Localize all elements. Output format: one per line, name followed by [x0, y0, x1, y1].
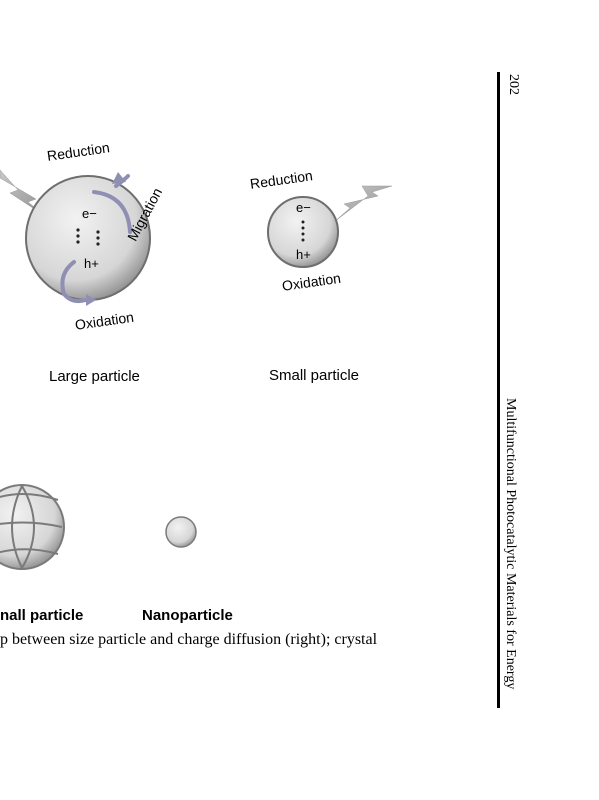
large-hole-label: h+ — [84, 256, 99, 271]
globe-small-particle — [0, 484, 65, 570]
page-number: 202 — [506, 74, 521, 95]
oxidation-arrow-icon — [60, 260, 88, 304]
page-margin-rule — [497, 72, 500, 708]
small-particle-label: Small particle — [269, 367, 360, 384]
charge-dots-large — [76, 228, 100, 246]
lightning-bolt-small-icon — [333, 185, 393, 223]
nanoparticle-label: Nanoparticle — [142, 607, 233, 624]
charge-dots-small — [301, 220, 305, 242]
large-electron-label: e− — [82, 206, 97, 221]
running-header: Multifunctional Photocatalytic Materials… — [503, 398, 518, 690]
small-particle-sphere — [267, 196, 339, 268]
small-electron-label: e− — [296, 200, 311, 215]
migration-arrow-icon — [92, 190, 132, 234]
figure-caption: p between size particle and charge diffu… — [0, 631, 378, 648]
nanoparticle-sphere — [165, 516, 197, 548]
large-particle-label: Large particle — [49, 368, 140, 385]
small-hole-label: h+ — [296, 247, 311, 262]
bottom-small-particle-label: nall particle — [0, 607, 84, 624]
